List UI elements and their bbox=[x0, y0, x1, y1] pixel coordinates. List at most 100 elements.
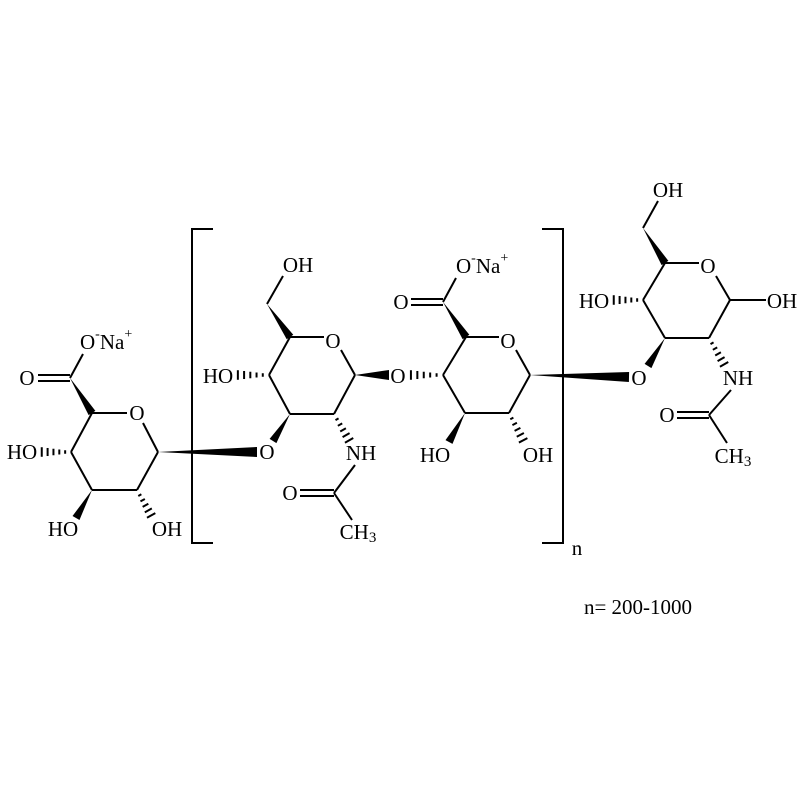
hydroxyl-hash-bond bbox=[509, 416, 514, 421]
hydroxyl-label-part: OH bbox=[523, 443, 553, 467]
amide-hash-bond bbox=[344, 437, 354, 444]
methyl-label-part: 3 bbox=[744, 454, 752, 470]
carboxylate-sodium-label-part: + bbox=[500, 251, 508, 266]
carbonyl-oxygen-label: O bbox=[19, 366, 34, 390]
hydroxyl-hash-bond bbox=[139, 498, 146, 503]
carboxylate-sodium-label-part: Na bbox=[100, 330, 125, 354]
methyl-label: CH3 bbox=[715, 444, 752, 470]
ring-bond bbox=[268, 336, 291, 376]
amide-nh-label: NH bbox=[346, 441, 376, 465]
ring-bond bbox=[515, 349, 531, 376]
carboxylate-sodium-label-part: - bbox=[471, 251, 476, 266]
hydroxyl-hash-bond bbox=[514, 427, 521, 432]
glycosidic-wedge-bond bbox=[269, 414, 290, 444]
carboxylate-sodium-label-part: Na bbox=[476, 254, 501, 278]
ring-bond bbox=[508, 374, 531, 414]
amide-hash-bond bbox=[337, 422, 343, 427]
glycosidic-oxygen-label: O bbox=[259, 440, 274, 464]
ring-bond bbox=[642, 262, 666, 301]
methyl-label: CH3 bbox=[340, 520, 377, 546]
amide-nh-label: NH bbox=[723, 366, 753, 390]
carboxylate-sodium-label-part: O bbox=[80, 330, 95, 354]
glycosidic-wedge-bond bbox=[530, 372, 630, 382]
left-bracket bbox=[191, 228, 213, 544]
amide-bond bbox=[333, 464, 356, 494]
methyl-bond bbox=[708, 414, 728, 444]
hydroxyl-label: OH bbox=[653, 178, 683, 202]
methyl-bond bbox=[333, 492, 353, 521]
carbonyl-oxygen-label-part: O bbox=[19, 366, 34, 390]
carbonyl-oxygen-label-part: O bbox=[393, 290, 408, 314]
hydroxyl-label: HO bbox=[7, 440, 37, 464]
amide-hash-bond bbox=[334, 417, 340, 422]
hydroxyl-wedge-bond bbox=[445, 413, 465, 444]
glycosidic-wedge-bond bbox=[158, 447, 257, 457]
hydroxyl-label: OH bbox=[523, 443, 553, 467]
ring-bond bbox=[340, 349, 356, 376]
carboxyl-wedge-bond bbox=[70, 378, 96, 416]
right-bracket bbox=[542, 228, 564, 544]
hydroxymethyl-wedge-bond bbox=[267, 304, 294, 340]
hydroxyl-hash-bond bbox=[516, 432, 525, 438]
ring-oxygen-label: O bbox=[129, 401, 144, 425]
hydroxyl-hash-bond bbox=[144, 507, 153, 514]
hydroxyl-label: OH bbox=[152, 517, 182, 541]
ring-bond bbox=[136, 451, 159, 491]
ring-bond bbox=[642, 299, 666, 339]
amide-oxygen-label: O bbox=[282, 481, 297, 505]
glycosidic-oxygen-label: O bbox=[390, 364, 405, 388]
amide-oxygen-label-part: O bbox=[282, 481, 297, 505]
carboxylate-sodium-label-part: + bbox=[124, 327, 132, 342]
amide-oxygen-label-part: O bbox=[659, 403, 674, 427]
amide-nh-label-part: NH bbox=[346, 441, 376, 465]
hydroxyl-hash-bond bbox=[511, 421, 518, 426]
ring-bond bbox=[333, 374, 356, 415]
hydroxyl-label-part: HO bbox=[203, 364, 233, 388]
hydroxyl-label: OH bbox=[767, 289, 797, 313]
ring-oxygen-label: O bbox=[500, 329, 515, 353]
hydroxyl-label-part: OH bbox=[767, 289, 797, 313]
amide-oxygen-label: O bbox=[659, 403, 674, 427]
hydroxyl-hash-bond bbox=[142, 502, 149, 508]
glycosidic-wedge-bond bbox=[644, 338, 665, 369]
hydroxyl-label-part: HO bbox=[48, 517, 78, 541]
hydroxyl-label: HO bbox=[203, 364, 233, 388]
hydroxyl-label: HO bbox=[579, 289, 609, 313]
carboxylate-sodium-label-part: O bbox=[456, 254, 471, 278]
ring-bond bbox=[70, 412, 93, 453]
ring-oxygen-label: O bbox=[325, 329, 340, 353]
hydroxyl-hash-bond bbox=[137, 493, 142, 497]
ring-bond bbox=[142, 422, 159, 453]
amide-hash-bond bbox=[719, 361, 729, 368]
ring-bond bbox=[268, 374, 291, 415]
amide-hash-bond bbox=[709, 341, 715, 346]
amide-hash-bond bbox=[717, 356, 726, 362]
glycosidic-oxygen-label-part: O bbox=[390, 364, 405, 388]
hydroxymethyl-bond bbox=[266, 275, 284, 305]
hydroxyl-label-part: HO bbox=[579, 289, 609, 313]
glycosidic-oxygen-label: O bbox=[631, 366, 646, 390]
ring-bond bbox=[715, 275, 731, 301]
amide-hash-bond bbox=[342, 432, 351, 438]
carbonyl-oxygen-label: O bbox=[393, 290, 408, 314]
glycosidic-wedge-bond bbox=[355, 370, 389, 380]
ring-oxygen-label-part: O bbox=[325, 329, 340, 353]
hydroxyl-hash-bond bbox=[518, 437, 528, 444]
amide-nh-label-part: NH bbox=[723, 366, 753, 390]
hydroxymethyl-bond bbox=[642, 200, 659, 229]
glycosidic-oxygen-label-part: O bbox=[259, 440, 274, 464]
amide-hash-bond bbox=[712, 346, 718, 351]
hydroxymethyl-wedge-bond bbox=[643, 228, 669, 266]
glycosidic-oxygen-label-part: O bbox=[631, 366, 646, 390]
ring-oxygen-label: O bbox=[700, 254, 715, 278]
repeat-count-label: n bbox=[572, 536, 583, 560]
hydroxyl-label: HO bbox=[420, 443, 450, 467]
ring-oxygen-label-part: O bbox=[129, 401, 144, 425]
ring-oxygen-label-part: O bbox=[500, 329, 515, 353]
repeat-count-label-part: n bbox=[572, 536, 583, 560]
hydroxyl-label-part: OH bbox=[152, 517, 182, 541]
hydroxyl-hash-bond bbox=[146, 512, 156, 519]
repeat-range-caption: n= 200-1000 bbox=[584, 595, 692, 619]
